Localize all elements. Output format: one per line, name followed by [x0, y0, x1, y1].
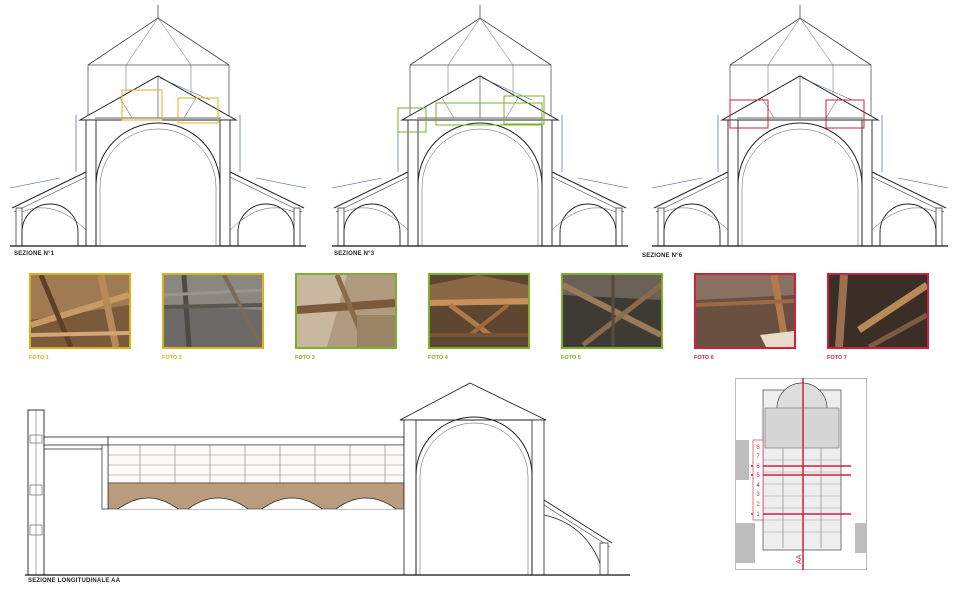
longitudinal-label: SEZIONE LONGITUDINALE AA — [28, 578, 121, 584]
section-label-3: SEZIONE N°3 — [334, 251, 375, 257]
bay-number-8: 8 — [756, 445, 760, 451]
section-mark-aa: AA — [796, 554, 803, 564]
photo-1[interactable] — [29, 273, 131, 349]
bay-number-4: 4 — [756, 483, 760, 489]
photo-2[interactable] — [162, 273, 264, 349]
cross-section-1 — [9, 4, 307, 247]
cross-section-3 — [331, 4, 629, 247]
photo-5[interactable] — [561, 273, 663, 349]
section-label-1: SEZIONE N°1 — [14, 251, 55, 257]
photo-caption-4: FOTO 4 — [428, 355, 448, 361]
bay-number-2: 2 — [756, 502, 760, 508]
photo-6[interactable] — [694, 273, 796, 349]
bay-number-6: 6 — [756, 464, 760, 470]
photo-caption-2: FOTO 2 — [162, 355, 182, 361]
longitudinal-section — [25, 382, 630, 576]
photo-caption-5: FOTO 5 — [561, 355, 581, 361]
section-label-6: SEZIONE N°6 — [642, 253, 683, 259]
plan-key: 8 7 6 5 4 3 2 1 AA — [735, 378, 867, 570]
photo-caption-3: FOTO 3 — [295, 355, 315, 361]
bay-number-3: 3 — [756, 492, 760, 498]
photo-7[interactable] — [827, 273, 929, 349]
bay-number-7: 7 — [756, 454, 760, 460]
photo-3[interactable] — [295, 273, 397, 349]
photo-4[interactable] — [428, 273, 530, 349]
cross-section-6 — [651, 4, 949, 247]
cross-sections-row — [9, 4, 949, 247]
photo-caption-6: FOTO 6 — [694, 355, 714, 361]
photo-caption-1: FOTO 1 — [29, 355, 49, 361]
bay-number-5: 5 — [756, 473, 760, 479]
photo-caption-7: FOTO 7 — [827, 355, 847, 361]
bay-number-1: 1 — [756, 512, 760, 518]
